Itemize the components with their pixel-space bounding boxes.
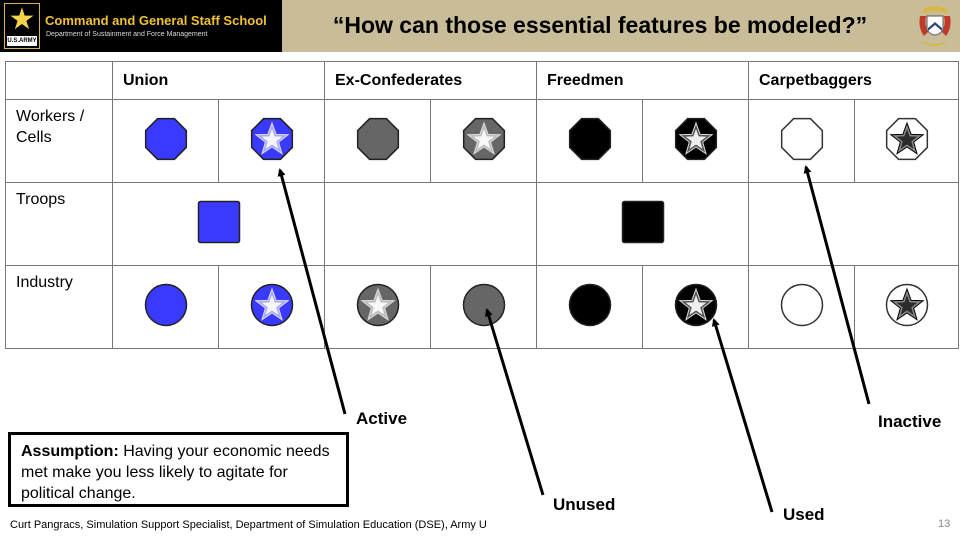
cell [112,182,325,266]
cell [748,182,959,266]
freedmen-troop-icon [621,200,665,249]
freedmen-worker-active-icon [674,117,718,166]
department-name: Department of Sustainment and Force Mana… [46,31,208,38]
label-active: Active [356,409,408,428]
footer-credit: Curt Pangracs, Simulation Support Specia… [10,519,487,531]
brand-banner: ★ U.S.ARMY Command and General Staff Sch… [0,0,282,52]
cell [112,99,219,183]
corner-cell [5,61,113,100]
cell [642,99,749,183]
slide-header: ★ U.S.ARMY Command and General Staff Sch… [0,0,960,52]
page-number: 13 [938,518,951,530]
cell [536,265,643,349]
confederate-worker-inactive-icon [356,117,400,166]
cell [218,265,325,349]
freedmen-industry-used-icon [674,283,718,332]
star-icon: ★ [8,3,36,36]
cell [854,99,959,183]
column-header-freedmen: Freedmen [536,61,749,100]
cell [218,99,325,183]
carpetbagger-industry-unused-icon [780,283,824,332]
row-industry: Industry [5,265,959,349]
header-row: Union Ex-Confederates Freedmen Carpetbag… [5,61,959,100]
cell [430,99,537,183]
row-troops: Troops [5,182,959,266]
carpetbagger-worker-inactive-icon [780,117,824,166]
confederate-worker-active-icon [462,117,506,166]
cell [324,99,431,183]
label-used: Used [783,505,825,524]
army-star-logo: ★ U.S.ARMY [4,3,40,49]
cell [854,265,959,349]
slide-title: “How can those essential features be mod… [332,12,868,38]
cell [112,265,219,349]
cell [642,265,749,349]
cell [430,265,537,349]
confederate-industry-used-icon [356,283,400,332]
carpetbagger-industry-used-icon [885,283,929,332]
label-inactive: Inactive [878,412,942,431]
cell [324,182,537,266]
union-worker-active-icon [250,117,294,166]
row-label-workers: Workers / Cells [5,99,113,183]
union-worker-inactive-icon [144,117,188,166]
cell [324,265,431,349]
assumption-text: Having your economic needs met make you … [21,443,330,502]
union-industry-used-icon [250,283,294,332]
school-name: Command and General Staff School [45,13,267,28]
assumption-label: Assumption: [21,443,119,460]
crest-icon [919,6,951,46]
row-workers: Workers / Cells [5,99,959,183]
union-industry-unused-icon [144,283,188,332]
row-label-industry: Industry [5,265,113,349]
freedmen-industry-unused-icon [568,283,612,332]
freedmen-worker-inactive-icon [568,117,612,166]
carpetbagger-worker-active-icon [885,117,929,166]
confederate-industry-unused-icon [462,283,506,332]
cell [536,99,643,183]
army-tag: U.S.ARMY [7,36,37,46]
cell [536,182,749,266]
column-header-union: Union [112,61,325,100]
column-header-carpetbaggers: Carpetbaggers [748,61,959,100]
cell [748,265,855,349]
column-header-ex-confederates: Ex-Confederates [324,61,537,100]
assumption-box: Assumption: Having your economic needs m… [8,432,349,507]
model-table: Union Ex-Confederates Freedmen Carpetbag… [5,61,959,349]
cell [748,99,855,183]
label-unused: Unused [553,495,616,514]
union-troop-icon [197,200,241,249]
row-label-troops: Troops [5,182,113,266]
